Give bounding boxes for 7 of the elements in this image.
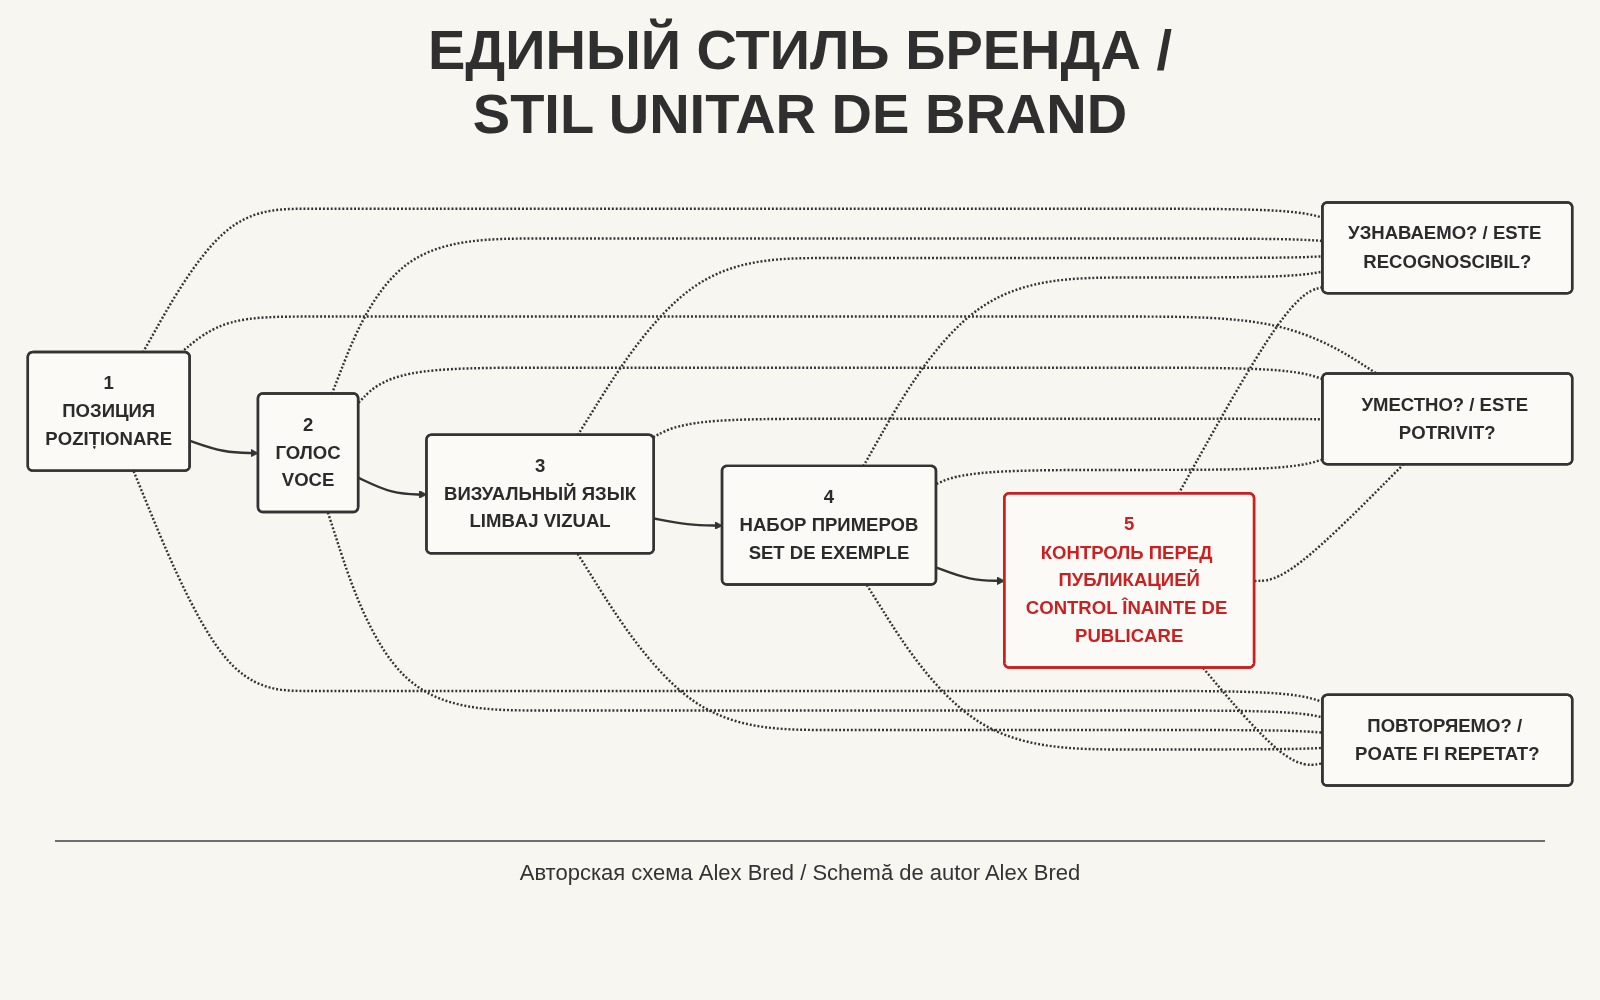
arrow — [653, 517, 723, 530]
connector — [652, 417, 1323, 439]
title: ЕДИНЫЙ СТИЛЬ БРЕНДА / STIL UNITAR DE BRAND — [427, 18, 1173, 146]
caption: Авторская схема Alex Bred / Schemă de autor Alex Bred — [519, 860, 1081, 886]
connector — [865, 584, 1323, 751]
connector — [576, 553, 1323, 734]
connector — [936, 458, 1324, 485]
